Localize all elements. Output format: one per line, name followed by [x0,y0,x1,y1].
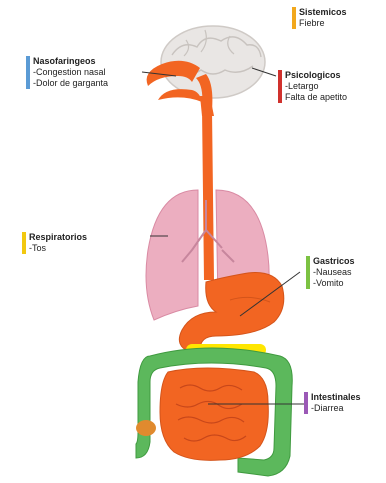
label-intestinales-item: -Diarrea [311,403,361,414]
label-intestinales-title: Intestinales [311,392,361,403]
small-intestine-illustration [160,368,268,460]
label-psicologicos: Psicologicos -Letargo Falta de apetito [278,70,347,103]
label-gastricos: Gastricos -Nauseas -Vomito [306,256,355,289]
label-respiratorios-item: -Tos [29,243,87,254]
label-psicologicos-item-1: -Letargo [285,81,347,92]
label-nasofaringeos-item-2: -Dolor de garganta [33,78,108,89]
label-respiratorios: Respiratorios -Tos [22,232,87,254]
label-respiratorios-title: Respiratorios [29,232,87,243]
label-nasofaringeos-title: Nasofaringeos [33,56,108,67]
label-sistemicos-item: Fiebre [299,18,347,29]
label-gastricos-item-1: -Nauseas [313,267,355,278]
label-psicologicos-title: Psicologicos [285,70,347,81]
label-gastricos-title: Gastricos [313,256,355,267]
label-intestinales: Intestinales -Diarrea [304,392,361,414]
label-psicologicos-item-2: Falta de apetito [285,92,347,103]
label-nasofaringeos-item-1: -Congestion nasal [33,67,108,78]
label-nasofaringeos: Nasofaringeos -Congestion nasal -Dolor d… [26,56,108,89]
label-gastricos-item-2: -Vomito [313,278,355,289]
label-sistemicos: Sistemicos Fiebre [292,7,347,29]
label-sistemicos-title: Sistemicos [299,7,347,18]
